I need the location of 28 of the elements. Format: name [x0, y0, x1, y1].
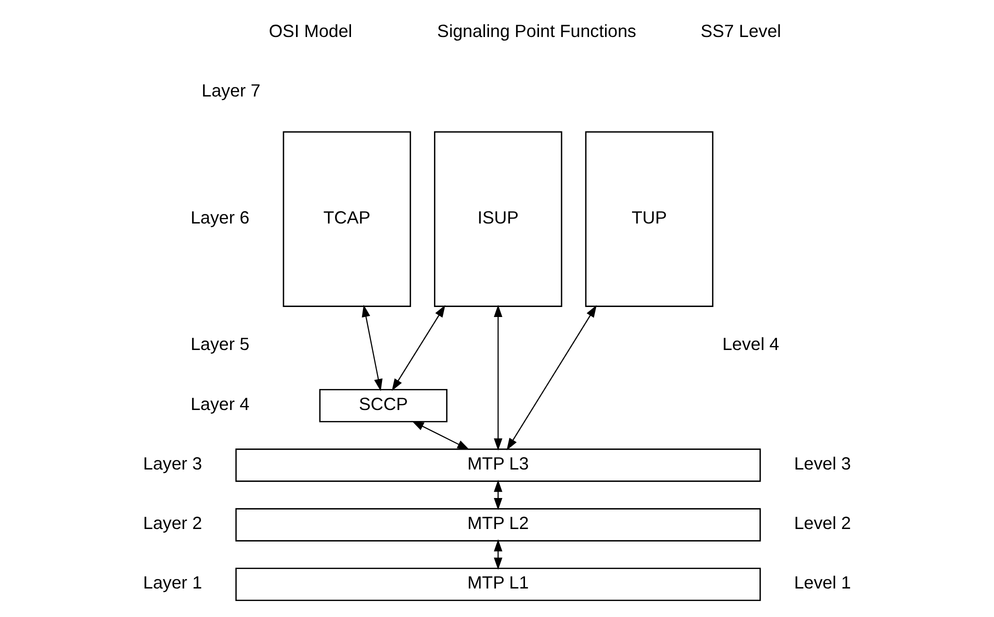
arrow — [392, 305, 446, 391]
arrow — [494, 304, 502, 451]
node-box: MTP L3 — [235, 448, 761, 482]
arrow — [494, 539, 502, 570]
node-box: ISUP — [434, 131, 562, 307]
label: Layer 6 — [190, 207, 250, 228]
node-box: MTP L1 — [235, 568, 761, 602]
label: Layer 1 — [143, 572, 202, 593]
arrow — [494, 480, 502, 510]
node-box: SCCP — [319, 388, 448, 422]
label: Level 3 — [794, 453, 851, 474]
label: OSI Model — [268, 20, 352, 41]
label: Layer 2 — [143, 512, 202, 533]
arrow — [362, 304, 383, 392]
arrow — [506, 305, 597, 450]
node-box: MTP L2 — [235, 508, 761, 542]
label: Level 1 — [794, 572, 851, 593]
label: Level 2 — [794, 512, 851, 533]
label: Layer 3 — [143, 453, 202, 474]
node-box: TCAP — [282, 131, 412, 307]
label: Layer 7 — [202, 80, 260, 100]
label: Signaling Point Functions — [437, 20, 636, 41]
label: Level 4 — [722, 334, 780, 354]
node-box: TUP — [585, 131, 714, 307]
label: Layer 4 — [190, 394, 250, 414]
label: SS7 Level — [700, 20, 782, 41]
arrow — [412, 420, 470, 450]
label: Layer 5 — [190, 334, 250, 354]
